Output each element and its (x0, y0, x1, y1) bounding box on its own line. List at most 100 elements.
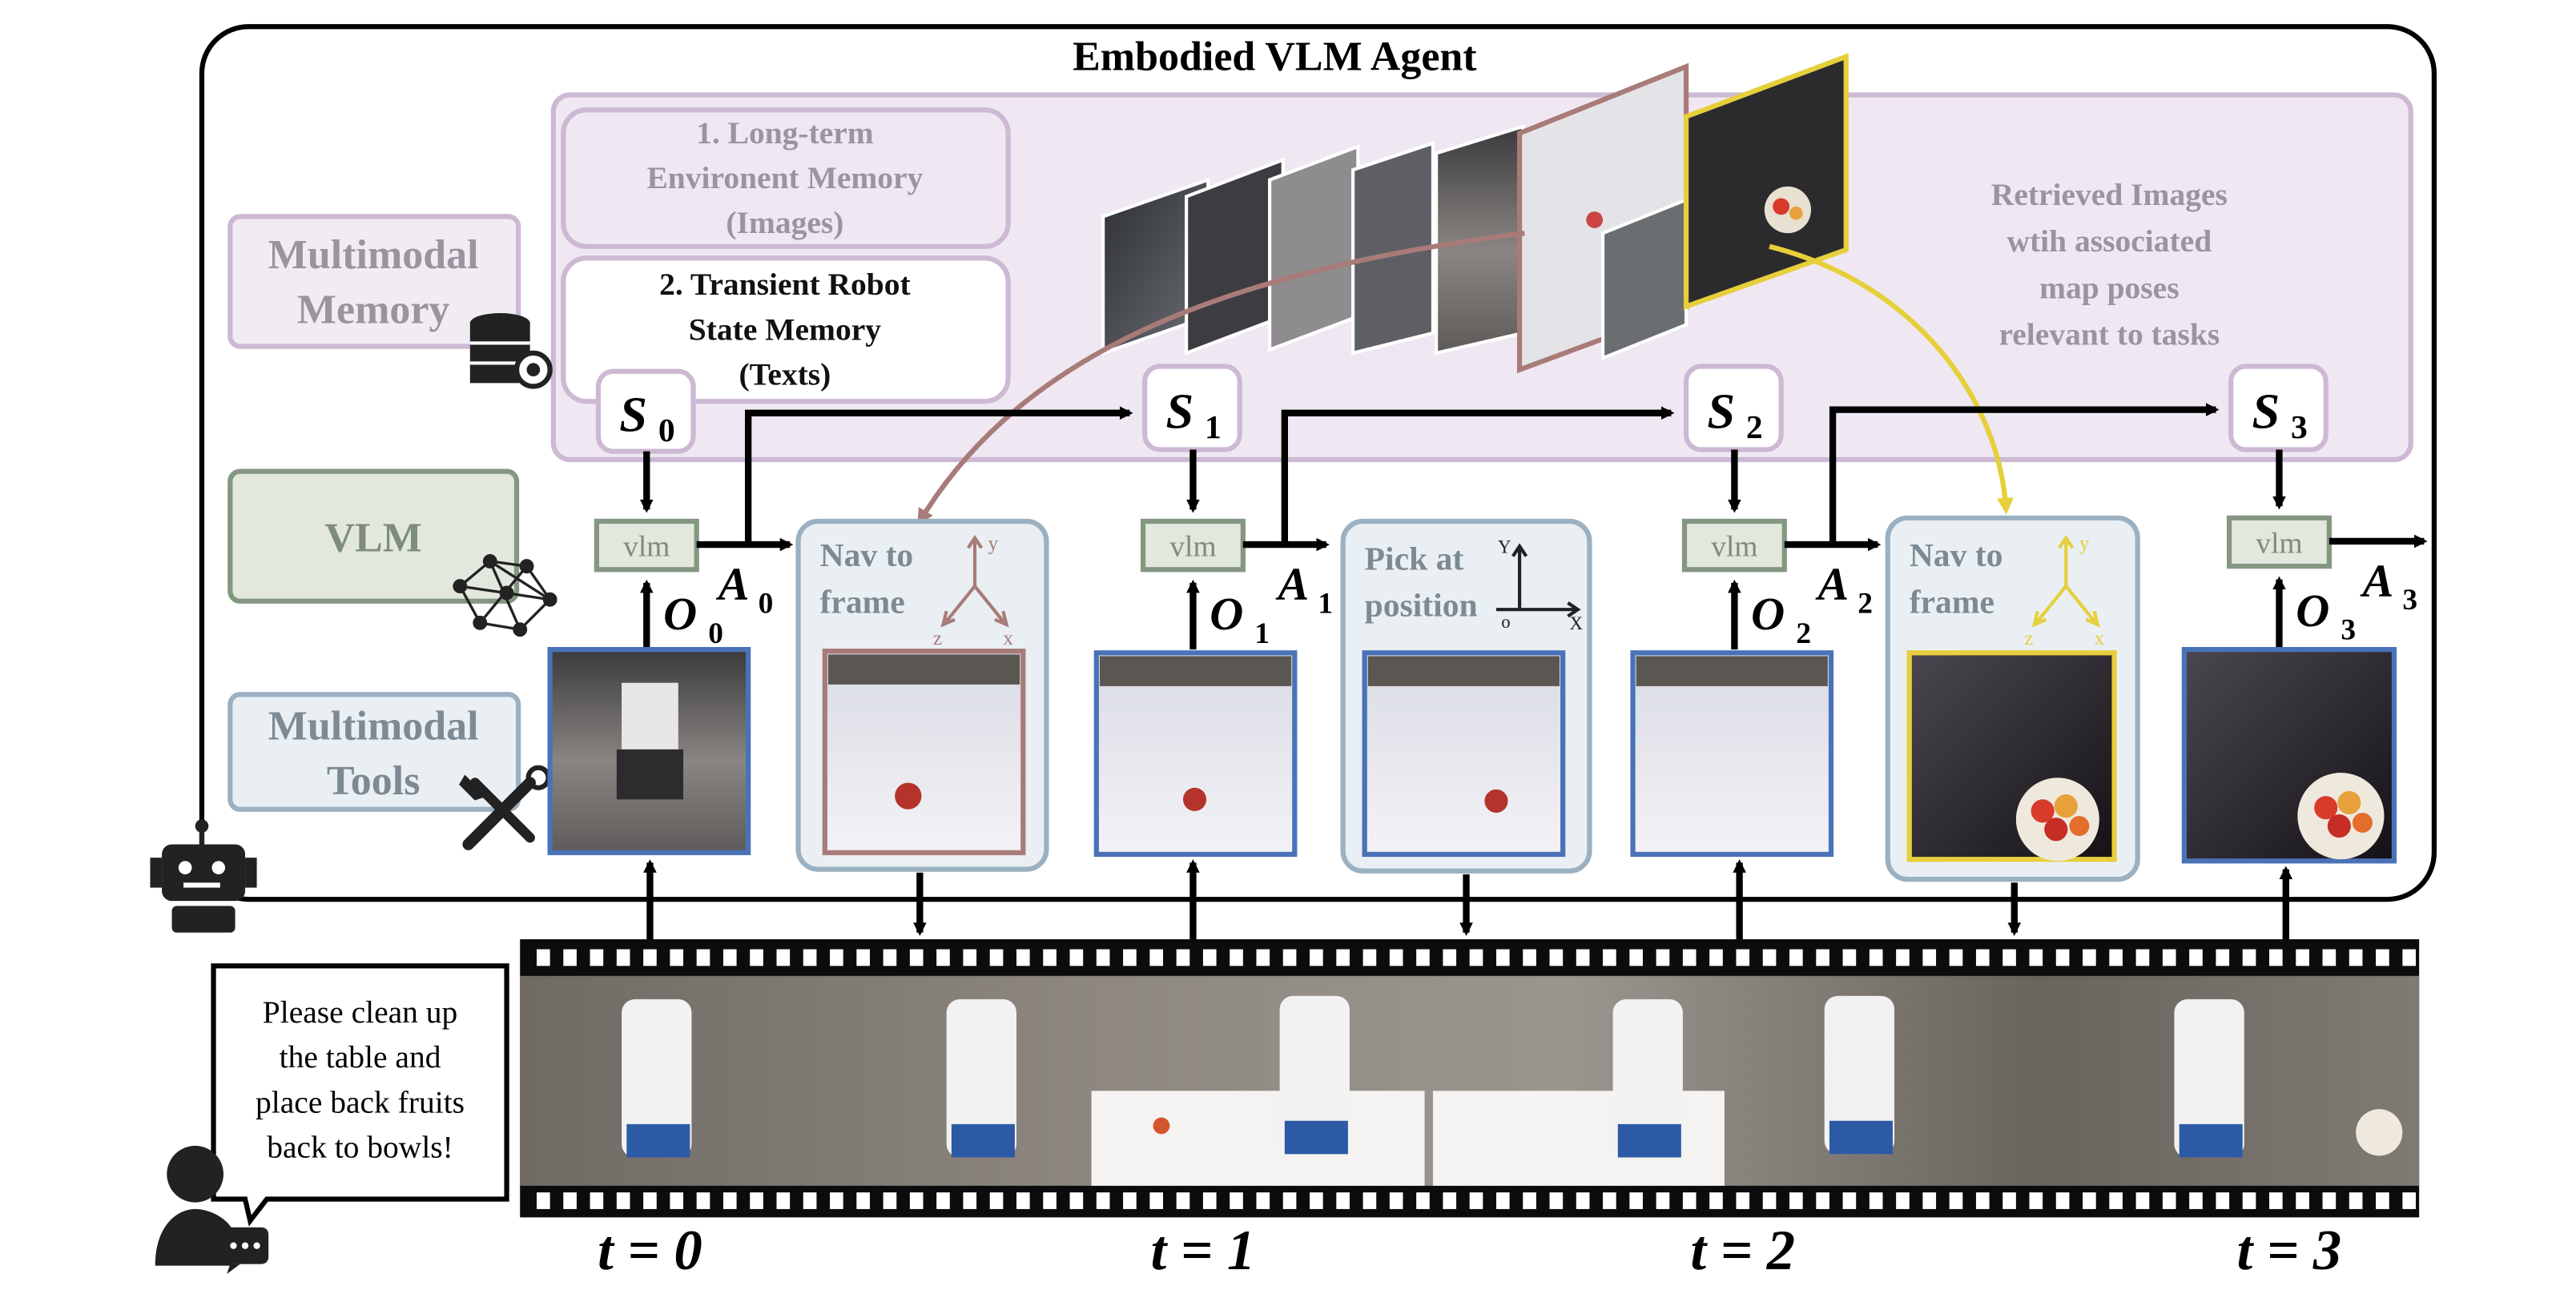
sprocket-hole (1016, 949, 1030, 966)
sprocket-hole (1230, 949, 1243, 966)
sprocket-hole (1736, 949, 1750, 966)
sprocket-hole (1310, 1192, 1323, 1209)
sprocket-hole (643, 1192, 657, 1209)
sprocket-hole (1576, 949, 1590, 966)
vlm-block: vlm (2226, 515, 2332, 569)
action-label: A (1275, 558, 1310, 610)
sprocket-hole (963, 949, 977, 966)
sprocket-hole (1176, 1192, 1190, 1209)
svg-text:S: S (619, 388, 647, 443)
sprocket-hole (2083, 949, 2096, 966)
sprocket-hole (1416, 1192, 1430, 1209)
sprocket-hole (2242, 1192, 2256, 1209)
sprocket-hole (1949, 949, 1963, 966)
sprocket-hole (1869, 949, 1883, 966)
sprocket-hole (2376, 949, 2389, 966)
sprocket-hole (750, 949, 763, 966)
sprocket-hole (1123, 1192, 1137, 1209)
action-sub: 2 (1858, 587, 1873, 620)
svg-text:z: z (2024, 628, 2033, 649)
action-sub: 0 (759, 587, 774, 620)
sprocket-hole (2029, 1192, 2043, 1209)
robot-icon (150, 819, 257, 933)
sprocket-hole (936, 1192, 950, 1209)
observation-image (547, 647, 751, 855)
sprocket-hole (563, 949, 577, 966)
svg-text:S: S (1707, 384, 1735, 440)
svg-text:3: 3 (2291, 408, 2308, 445)
observation-image (2181, 647, 2397, 864)
sprocket-hole (2296, 949, 2309, 966)
timestep-label: t = 2 (1690, 1220, 1795, 1282)
vlm-block: vlm (594, 518, 699, 573)
retrieval-arrow-brown (917, 231, 1525, 526)
sprocket-hole (1603, 949, 1616, 966)
svg-text:X: X (1569, 613, 1583, 633)
sprocket-hole (1202, 1192, 1217, 1209)
timestep-label: t = 1 (1151, 1220, 1256, 1282)
sprocket-hole (616, 1192, 630, 1209)
sprocket-hole (1816, 949, 1829, 966)
svg-text:1: 1 (1205, 408, 1222, 445)
svg-text:vlm: vlm (1711, 531, 1757, 564)
sprocket-hole (2376, 1192, 2389, 1209)
sprocket-hole (2189, 1192, 2203, 1209)
svg-text:z: z (933, 628, 942, 649)
sprocket-hole (963, 1192, 977, 1209)
sprocket-hole (2322, 949, 2337, 966)
retrieval-arrow-yellow (1769, 243, 2014, 515)
sprocket-hole (803, 1192, 817, 1209)
sprocket-hole (830, 949, 843, 966)
memory-image (1351, 140, 1435, 356)
sprocket-hole (1549, 949, 1564, 966)
svg-text:vlm: vlm (1169, 531, 1216, 564)
sprocket-hole (2029, 949, 2043, 966)
sprocket-hole (776, 949, 791, 966)
sprocket-hole (989, 949, 1004, 966)
sprocket-hole (2349, 1192, 2363, 1209)
sprocket-hole (696, 1192, 710, 1209)
state-box: S 1 (1142, 364, 1242, 452)
action-label: A (2359, 555, 2393, 607)
sprocket-hole (1603, 1192, 1616, 1209)
sprocket-hole (1629, 949, 1643, 966)
sprocket-hole (563, 1192, 577, 1209)
axes-icon (940, 535, 1009, 628)
sprocket-hole (2349, 949, 2363, 966)
svg-text:S: S (1165, 384, 1193, 440)
vlm-block: vlm (1140, 518, 1246, 573)
action-flow-arrows (696, 403, 2428, 552)
sprocket-hole (1310, 949, 1323, 966)
sprocket-hole (1069, 1192, 1084, 1209)
sprocket-hole (989, 1192, 1004, 1209)
state-box: S 2 (1683, 364, 1784, 452)
sprocket-hole (909, 1192, 924, 1209)
sprocket-hole (1656, 1192, 1670, 1209)
sprocket-hole (1896, 1192, 1910, 1209)
sprocket-hole (1922, 1192, 1937, 1209)
sprocket-hole (2268, 1192, 2283, 1209)
sprocket-hole (1682, 1192, 1697, 1209)
sprocket-hole (1709, 949, 1723, 966)
sprocket-hole (2162, 1192, 2176, 1209)
svg-text:x: x (1003, 628, 1013, 649)
state-box: S 3 (2228, 364, 2328, 452)
sprocket-hole (1069, 949, 1084, 966)
sprocket-hole (1495, 1192, 1510, 1209)
sprocket-hole (1282, 1192, 1297, 1209)
sprocket-hole (1123, 949, 1137, 966)
svg-text:2: 2 (1746, 408, 1763, 445)
observation-image (1093, 650, 1298, 858)
tool-to-film-arrows (913, 872, 2022, 936)
sprocket-hole (1230, 1192, 1243, 1209)
sprocket-hole (1282, 949, 1297, 966)
neural-network-icon (453, 553, 557, 637)
sprocket-hole (1389, 949, 1403, 966)
sprocket-hole (537, 949, 550, 966)
sprocket-hole (2268, 949, 2283, 966)
